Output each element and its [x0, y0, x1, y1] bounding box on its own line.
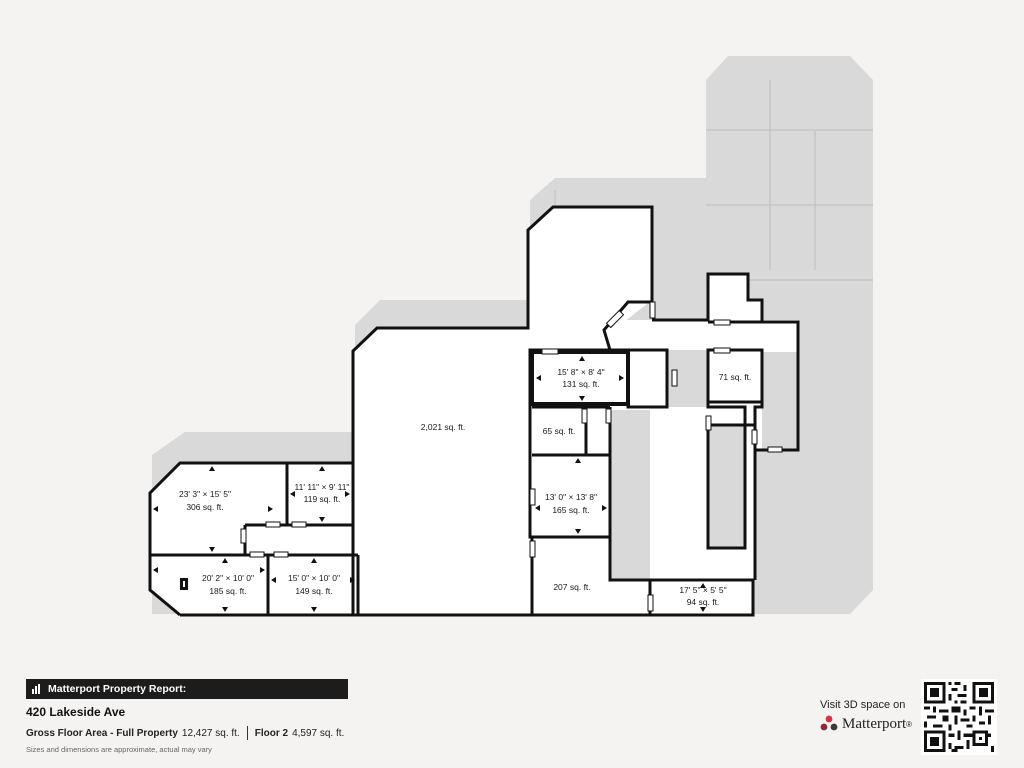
room-a-area: 306 sq. ft.	[186, 502, 223, 512]
room-e-outline	[530, 350, 630, 406]
room-g-area: 165 sq. ft.	[552, 505, 589, 515]
area-divider	[246, 726, 248, 740]
room-g-dims: 13' 0" × 13' 8"	[545, 492, 597, 502]
report-banner: Matterport Property Report:	[26, 679, 348, 699]
main-hall-area: 2,021 sq. ft.	[421, 422, 465, 432]
visit-3d-text: Visit 3D space on	[820, 699, 906, 711]
room-e-area: 131 sq. ft.	[562, 379, 599, 389]
area-summary: Gross Floor Area - Full Property 12,427 …	[26, 726, 344, 740]
room-d-area: 149 sq. ft.	[295, 586, 332, 596]
property-address: 420 Lakeside Ave	[26, 705, 126, 719]
room-c-dims: 20' 2" × 10' 0"	[202, 573, 254, 583]
room-b-area: 119 sq. ft.	[304, 494, 341, 504]
open-area-cutouts	[610, 350, 798, 580]
room-i-dims: 17' 5" × 5' 5"	[679, 585, 726, 595]
brand-suffix: ®	[906, 719, 913, 729]
room-c-area: 185 sq. ft.	[209, 586, 246, 596]
dimension-markers	[153, 356, 706, 612]
matterport-logo-icon	[820, 715, 838, 731]
gross-area-value: 12,427 sq. ft.	[181, 727, 240, 739]
matterport-logo[interactable]: Matterport®	[820, 715, 912, 733]
room-fills	[150, 207, 798, 615]
banner-title: Matterport Property Report:	[48, 683, 187, 695]
door-markers	[240, 301, 783, 612]
disclaimer-text: Sizes and dimensions are approximate, ac…	[26, 745, 212, 754]
room-i-area: 94 sq. ft.	[687, 597, 720, 607]
room-b-dims: 11' 11" × 9' 11"	[295, 482, 350, 492]
room-a-dims: 23' 3" × 15' 5"	[179, 489, 231, 499]
qr-code-icon[interactable]	[921, 679, 997, 755]
brand-name: Matterport	[842, 715, 907, 732]
room-d-dims: 15' 0" × 10' 0"	[288, 573, 340, 583]
room-labels: 2,021 sq. ft. 23' 3" × 15' 5" 306 sq. ft…	[179, 367, 751, 607]
room-j-area: 71 sq. ft.	[719, 372, 752, 382]
floor-area-value: 4,597 sq. ft.	[292, 727, 345, 739]
room-e-dims: 15' 8" × 8' 4"	[557, 367, 604, 377]
room-h-area: 207 sq. ft.	[553, 582, 590, 592]
floor-label: Floor 2	[254, 727, 289, 739]
bar-chart-icon	[32, 684, 42, 694]
room-f-area: 65 sq. ft.	[543, 426, 576, 436]
gross-area-label: Gross Floor Area - Full Property	[26, 727, 178, 739]
floor-plan: 2,021 sq. ft. 23' 3" × 15' 5" 306 sq. ft…	[148, 56, 873, 617]
